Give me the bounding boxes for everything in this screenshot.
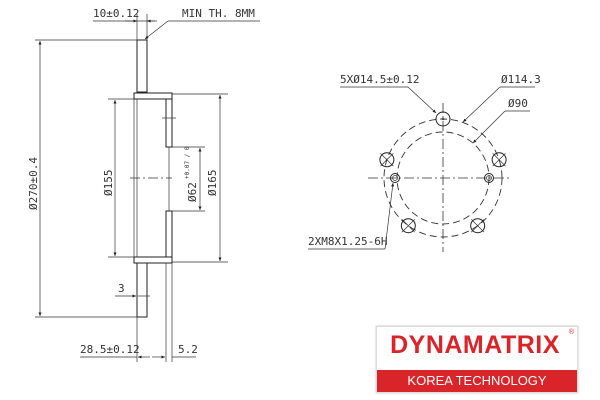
hat-thickness-label: 5.2 (178, 343, 198, 356)
logo-tagline: KOREA TECHNOLOGY (377, 370, 577, 392)
hat-face-bottom (165, 210, 173, 258)
front-view: 5XØ14.5±0.12 Ø114.3 Ø90 2XM8X1.25-6H (308, 73, 541, 252)
thickness-label: 10±0.12 (93, 7, 139, 20)
overall-height-label: 28.5±0.12 (80, 343, 140, 356)
dynamatrix-logo: DYNAMATRIX ® KOREA TECHNOLOGY (376, 326, 578, 393)
bolt-holes-label: 5XØ14.5±0.12 (340, 73, 419, 86)
min-thickness-label: MIN TH. 8MM (182, 7, 255, 20)
friction-ring-bottom (136, 262, 148, 318)
center-bore-tolerance: +0.07 / 0 (184, 146, 191, 179)
inner-circle (396, 131, 490, 225)
side-section-view: 10±0.12 MIN TH. 8MM Ø270±0.4 Ø155 Ø62 +0… (27, 7, 260, 362)
friction-ring-top (136, 39, 148, 93)
inner-circle-label: Ø90 (508, 97, 528, 110)
bolt-hole (379, 152, 395, 168)
bolt-hole (491, 152, 507, 168)
hat-top-wall (133, 92, 173, 100)
threaded-hole-left (390, 173, 400, 183)
bolt-hole (470, 218, 486, 234)
outer-diameter-label: Ø270±0.4 (27, 157, 40, 210)
gap-label: 3 (118, 282, 125, 295)
hat-face-top (165, 98, 173, 148)
hat-bottom-wall (133, 256, 173, 264)
bolt-circle-label: Ø114.3 (501, 73, 541, 86)
bolt-hole (400, 218, 416, 234)
registered-mark: ® (568, 329, 574, 336)
hat-inner-diameter-label: Ø155 (102, 170, 115, 197)
threaded-hole-right (484, 173, 494, 183)
bolt-hole (435, 111, 451, 127)
bolt-holes (379, 111, 507, 234)
logo-brand: DYNAMATRIX (390, 331, 560, 359)
threaded-holes-label: 2XM8X1.25-6H (308, 235, 387, 248)
hat-outer-diameter-label: Ø165 (206, 170, 219, 197)
center-bore-label: Ø62 (186, 182, 199, 202)
